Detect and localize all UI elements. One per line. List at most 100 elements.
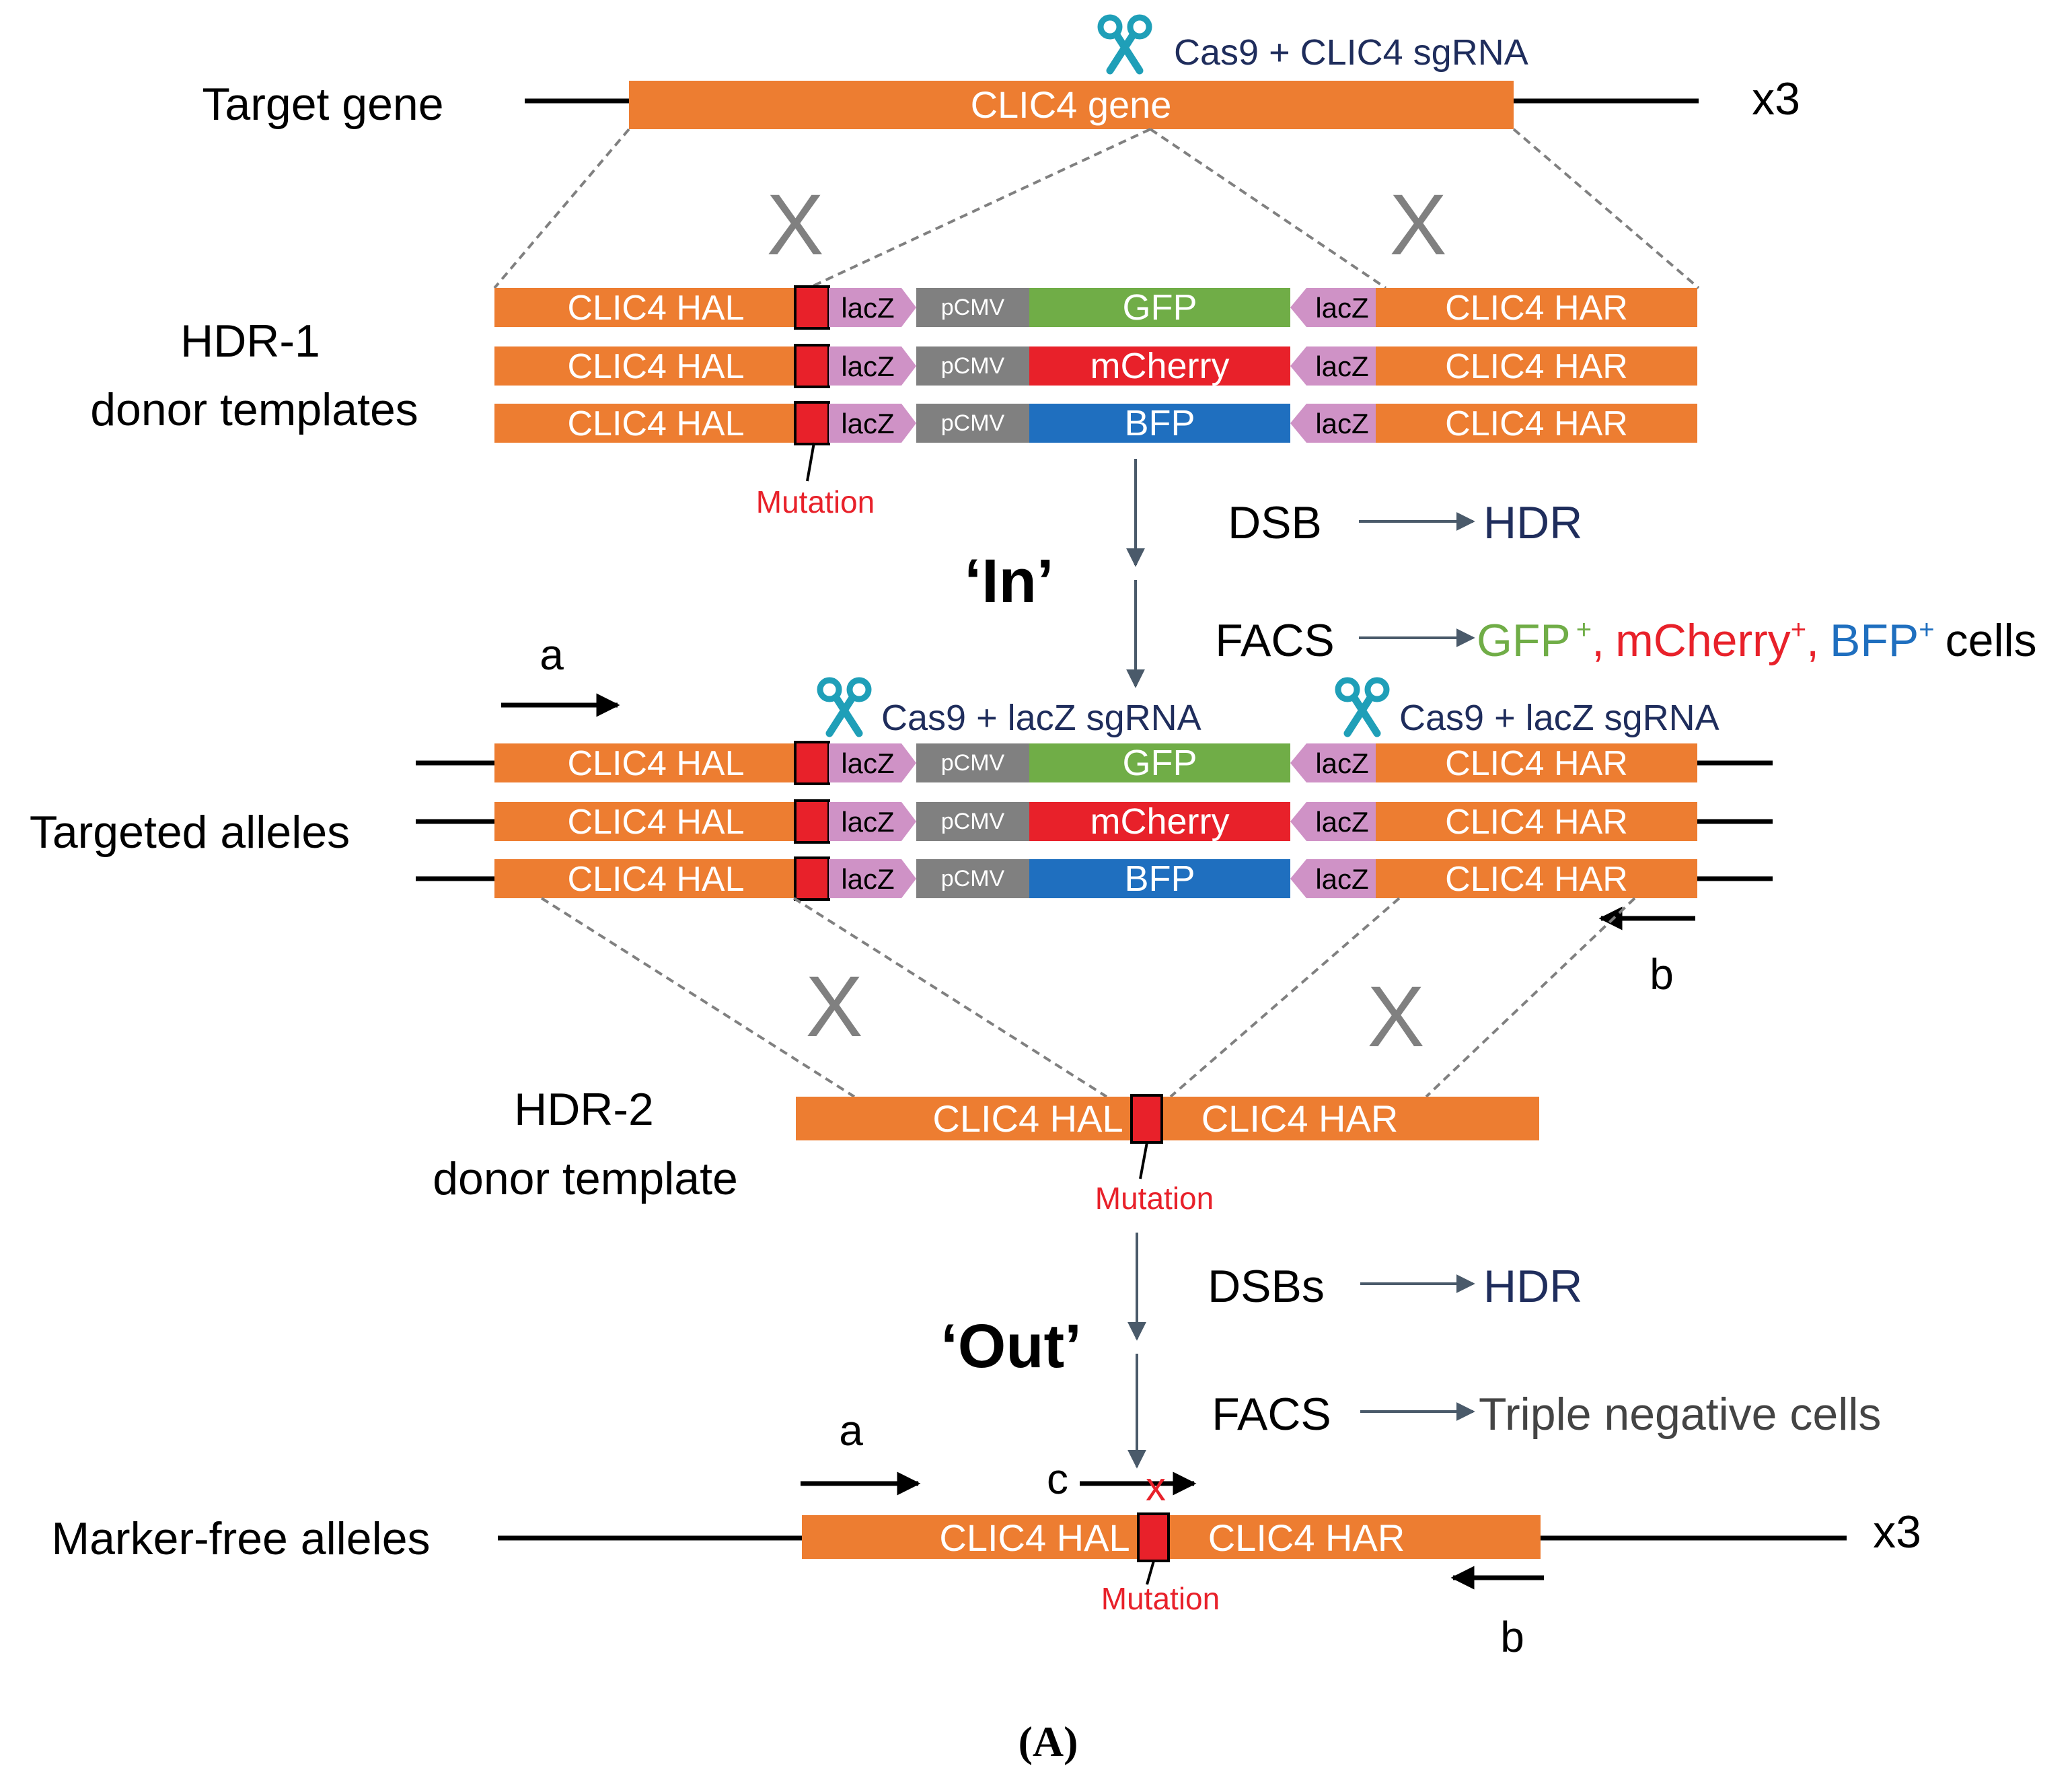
lacz-right-arrow: [1290, 404, 1376, 443]
primer-c-label: c: [1047, 1455, 1068, 1503]
har-label: CLIC4 HAR: [1445, 404, 1628, 443]
lacz-right-label: lacZ: [1315, 292, 1368, 324]
marker-box: [1029, 346, 1290, 386]
marker-box: [1029, 404, 1290, 443]
marker-box: [1029, 859, 1290, 898]
lacz-left-label: lacZ: [841, 408, 894, 439]
marker-free-bar: [802, 1515, 1541, 1559]
hal-box: [494, 859, 811, 898]
marker-label: GFP: [1122, 743, 1197, 783]
label-target-gene: Target gene: [202, 79, 443, 130]
mutation-box: [794, 344, 830, 388]
label-hdr2-line2: donor template: [433, 1153, 738, 1204]
bfp-positive: BFP: [1830, 615, 1919, 666]
har-box: [1376, 288, 1697, 327]
har-box: [1376, 346, 1697, 386]
lacz-left-label: lacZ: [841, 806, 894, 838]
primer-a-label-bottom: a: [839, 1406, 863, 1455]
marker-label: GFP: [1122, 287, 1197, 328]
scissors-icon-left: [817, 677, 872, 737]
hdr-label-in: HDR: [1483, 497, 1582, 548]
mutation-leader-hdr1: [806, 442, 815, 482]
har-box: [1376, 743, 1697, 782]
hal-label: CLIC4 HAL: [568, 860, 745, 899]
figure-caption: (A): [1019, 1718, 1078, 1765]
cells-word: cells: [1946, 615, 2037, 666]
marker-free-mutation-box: [1137, 1512, 1170, 1562]
lacz-left-label: lacZ: [841, 747, 894, 779]
clic4-gene-label: CLIC4 gene: [971, 83, 1172, 126]
mcherry-positive: mCherry: [1615, 615, 1791, 666]
lacz-right-label: lacZ: [1315, 351, 1368, 382]
mutation-leader-hdr2: [1139, 1142, 1148, 1179]
pcmv-label: pCMV: [941, 295, 1005, 320]
pcmv-box: [916, 859, 1029, 898]
lacz-left-arrow: [829, 802, 916, 841]
facs-result-in: GFP+,mCherry+,BFP+cells: [1477, 615, 2037, 666]
lacz-left-label: lacZ: [841, 292, 894, 324]
scissors-icon: [1097, 14, 1152, 75]
lacz-right-label: lacZ: [1315, 747, 1368, 779]
out-label: ‘Out’: [940, 1312, 1082, 1381]
label-hdr1-line1: HDR-1: [180, 316, 320, 367]
lacz-right-arrow: [1290, 743, 1376, 782]
gfp-positive: GFP: [1477, 615, 1571, 666]
hal-box: [494, 346, 811, 386]
cas9-lacz-label-left: Cas9 + lacZ sgRNA: [881, 698, 1201, 738]
gfp-sup: +: [1576, 615, 1592, 645]
cross-mark-top-right: X: [1389, 177, 1446, 273]
pcmv-label: pCMV: [941, 353, 1005, 379]
hal-label: CLIC4 HAL: [568, 347, 745, 386]
har-box: [1376, 404, 1697, 443]
facs-label-out: FACS: [1212, 1389, 1331, 1440]
lacz-left-label: lacZ: [841, 863, 894, 895]
pcmv-label: pCMV: [941, 866, 1005, 891]
comma-1: ,: [1592, 615, 1604, 666]
lacz-left-label: lacZ: [841, 351, 894, 382]
har-label: CLIC4 HAR: [1445, 289, 1628, 328]
lacz-left-arrow: [829, 859, 916, 898]
target-copies: x3: [1752, 73, 1800, 124]
bfp-sup: +: [1919, 615, 1934, 645]
cross-mark-top-left: X: [766, 177, 823, 273]
hal-label: CLIC4 HAL: [568, 404, 745, 443]
lacz-right-label: lacZ: [1315, 408, 1368, 439]
cross-mark-bottom-left: X: [805, 959, 862, 1055]
har-box: [1376, 859, 1697, 898]
pcmv-box: [916, 288, 1029, 327]
mutation-box: [794, 285, 830, 330]
lacz-right-arrow: [1290, 859, 1376, 898]
mutation-label-marker-free: Mutation: [1101, 1581, 1220, 1616]
label-targeted-alleles: Targeted alleles: [30, 807, 350, 858]
mutation-box: [794, 741, 830, 785]
primer-b-label-bottom: b: [1500, 1613, 1524, 1661]
hal-box: [494, 404, 811, 443]
pcmv-label: pCMV: [941, 750, 1005, 776]
dsb-label: DSB: [1228, 497, 1322, 548]
mutation-box: [794, 401, 830, 445]
pcmv-box: [916, 404, 1029, 443]
marker-box: [1029, 802, 1290, 841]
lacz-left-arrow: [829, 743, 916, 782]
cas9-lacz-label-right: Cas9 + lacZ sgRNA: [1399, 698, 1719, 738]
har-box: [1376, 802, 1697, 841]
pcmv-box: [916, 743, 1029, 782]
comma-2: ,: [1806, 615, 1819, 666]
lacz-right-arrow: [1290, 802, 1376, 841]
hdr-label-out: HDR: [1483, 1261, 1582, 1312]
mutation-leader-marker-free: [1146, 1560, 1155, 1585]
primer-a-label-top: a: [540, 630, 564, 679]
marker-box: [1029, 743, 1290, 782]
hal-box: [494, 743, 811, 782]
marker-free-har-label: CLIC4 HAR: [1208, 1517, 1405, 1559]
dsbs-label: DSBs: [1208, 1261, 1325, 1312]
marker-box: [1029, 288, 1290, 327]
pcmv-box: [916, 346, 1029, 386]
